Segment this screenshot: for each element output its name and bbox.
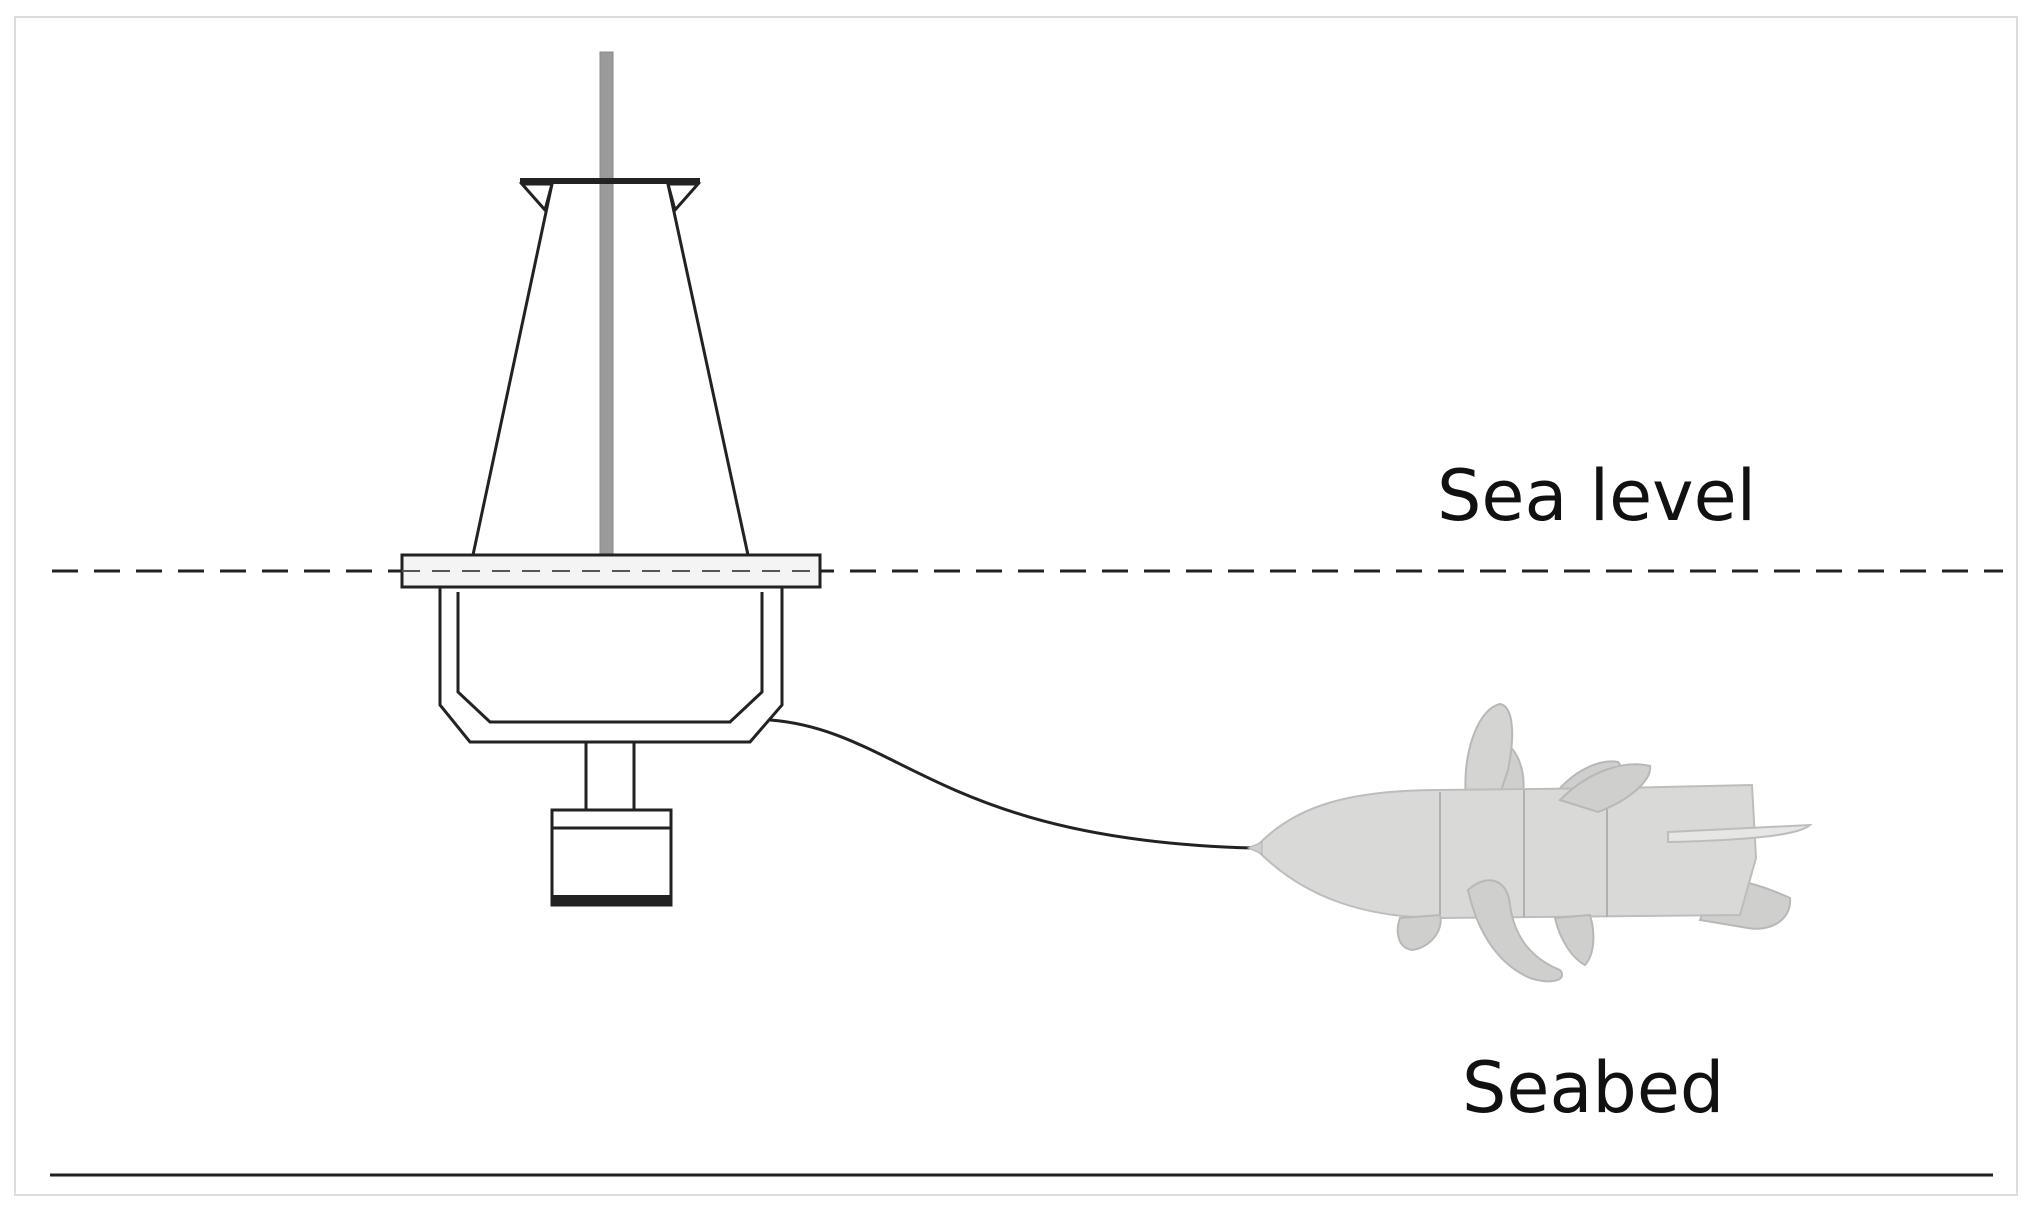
seabed-label: Seabed	[1462, 1047, 1725, 1129]
buoy-top-plate	[520, 178, 700, 184]
buoy-ballast	[550, 808, 673, 907]
vehicle-leg-front-2	[1466, 879, 1563, 983]
tether-cable	[769, 718, 1254, 850]
vehicle-leg-front-3	[1553, 913, 1595, 967]
vehicle-top-fin	[1464, 702, 1514, 801]
vehicle-tail-blade	[1667, 823, 1813, 844]
vehicle-leg-front-1	[1396, 913, 1442, 952]
buoy	[400, 51, 822, 907]
figure-frame	[14, 16, 2018, 1196]
vehicle-arm-upper	[1558, 763, 1652, 814]
vehicle-body	[1253, 783, 1758, 920]
buoy-hull	[438, 587, 784, 744]
underwater-vehicle	[1246, 702, 1813, 983]
buoy-mast	[599, 51, 614, 555]
buoy-stem	[584, 740, 636, 812]
sea-level-label: Sea level	[1437, 455, 1757, 537]
